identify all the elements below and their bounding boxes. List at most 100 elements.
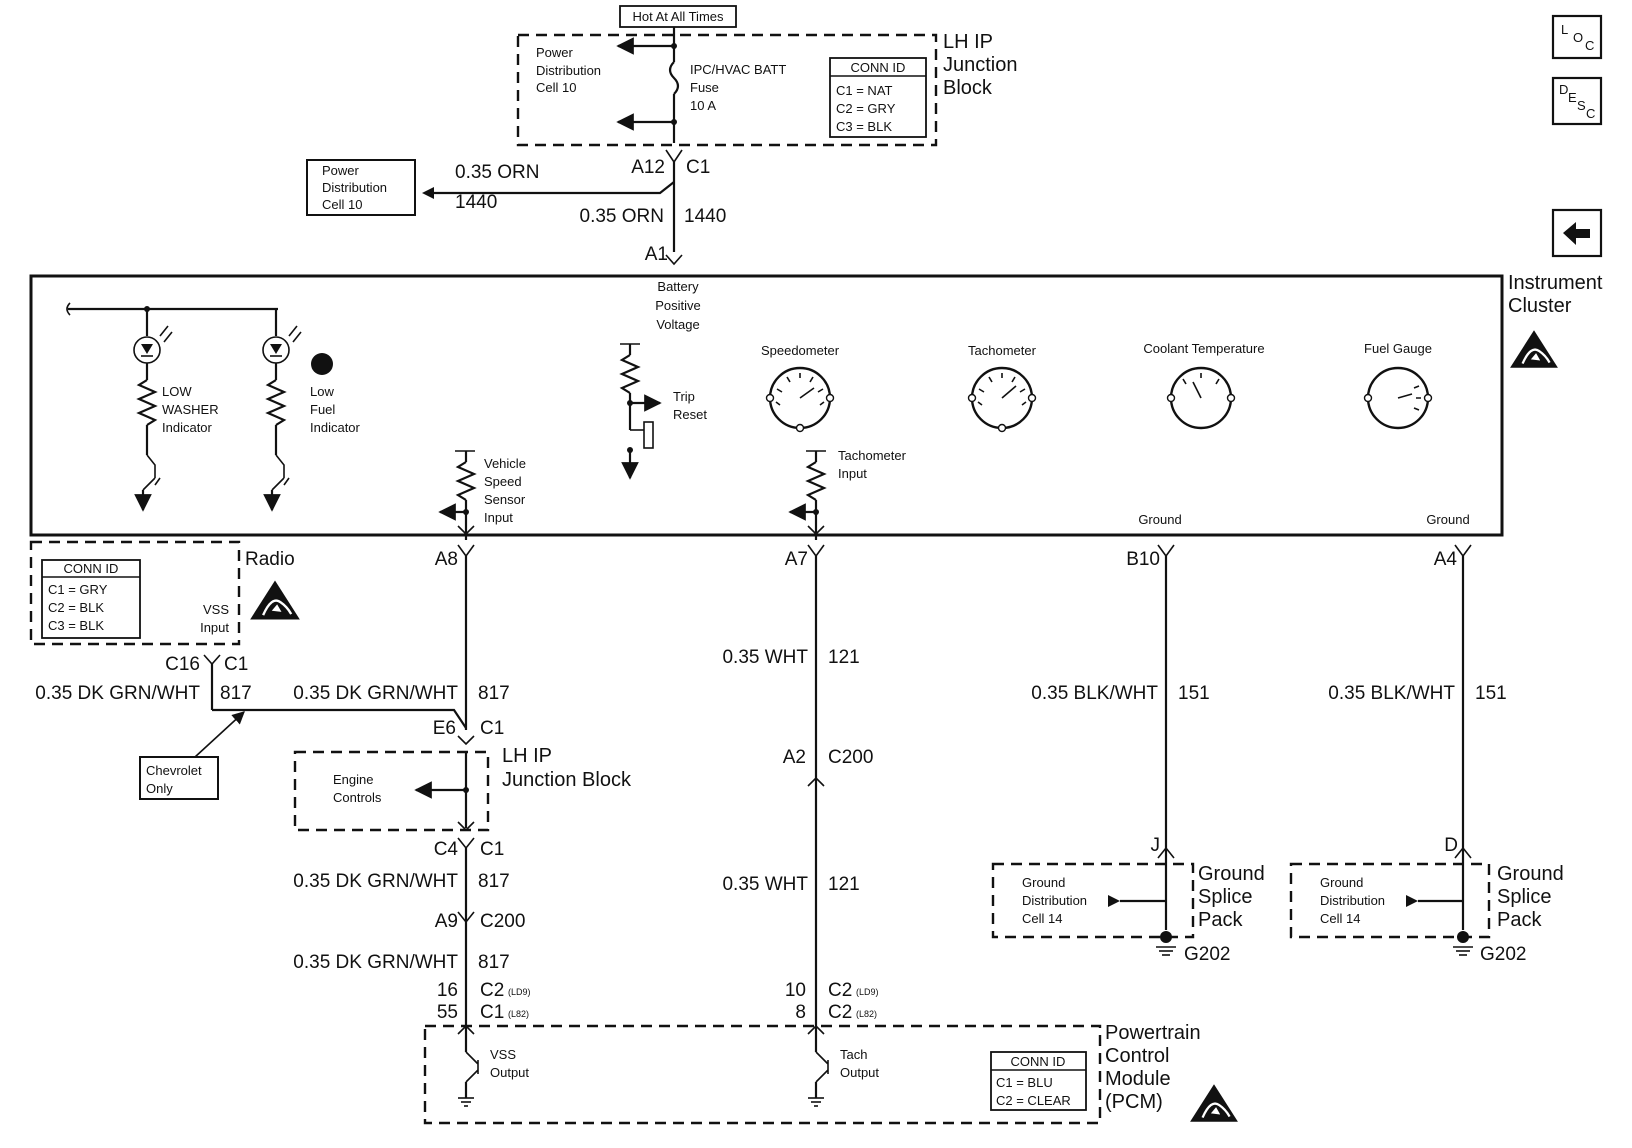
tachometer-gauge-icon: [967, 366, 1037, 433]
tach-wire1-circuit: 121: [828, 647, 860, 668]
svg-text:D: D: [1559, 82, 1568, 97]
svg-text:Hot At All Times: Hot At All Times: [632, 9, 724, 24]
splice-pin-j: J: [1151, 835, 1161, 856]
svg-text:Trip: Trip: [673, 389, 695, 404]
svg-text:Voltage: Voltage: [656, 317, 699, 332]
svg-text:VSS: VSS: [203, 602, 229, 617]
main-wire-gauge: 0.35 ORN: [580, 206, 664, 227]
svg-text:Only: Only: [146, 781, 173, 796]
pin-b10: B10: [1126, 549, 1160, 570]
svg-text:Controls: Controls: [333, 790, 382, 805]
splice-pin-d: D: [1444, 835, 1458, 856]
svg-text:Input: Input: [200, 620, 229, 635]
tachometer-label: Tachometer: [968, 343, 1037, 358]
vss-pcm-pin1: 16: [437, 980, 458, 1001]
svg-text:C2 = CLEAR: C2 = CLEAR: [996, 1093, 1071, 1108]
svg-text:Input: Input: [838, 466, 867, 481]
svg-text:C: C: [1586, 106, 1595, 121]
low-fuel-indicator-dot: [311, 353, 333, 375]
radio-vss-input-label: VSS Input: [200, 602, 229, 635]
ground-right-wire-gauge: 0.35 BLK/WHT: [1328, 683, 1455, 704]
svg-text:Distribution: Distribution: [322, 180, 387, 195]
vss-input-circuit: [438, 450, 477, 540]
svg-text:Distribution: Distribution: [1320, 893, 1385, 908]
ground-splice-left-label: Ground Splice Pack: [1198, 863, 1265, 931]
ground-left-wire-circuit: 151: [1178, 683, 1210, 704]
radio-wire-gauge: 0.35 DK GRN/WHT: [35, 683, 200, 704]
vss-pcm-opt2: (L82): [508, 1009, 529, 1019]
ground-label-2: Ground: [1426, 512, 1469, 527]
ground-distribution-left: Ground Distribution Cell 14: [1022, 875, 1166, 926]
pin-a2: A2: [783, 747, 806, 768]
radio-outline: [29, 540, 241, 646]
vss-wire1-circuit: 817: [478, 683, 510, 704]
low-fuel-indicator-label: Low Fuel Indicator: [310, 384, 361, 435]
speedometer-label: Speedometer: [761, 343, 840, 358]
svg-text:Power: Power: [322, 163, 360, 178]
svg-text:Splice: Splice: [1497, 886, 1551, 908]
vss-output-label: VSS Output: [490, 1047, 529, 1080]
pin-e6: E6: [433, 718, 456, 739]
conn-id-table-pcm: CONN ID C1 = BLU C2 = CLEAR: [990, 1051, 1087, 1111]
svg-text:Engine: Engine: [333, 772, 373, 787]
svg-text:Splice: Splice: [1198, 886, 1252, 908]
svg-text:Reset: Reset: [673, 407, 707, 422]
ground-distribution-right: Ground Distribution Cell 14: [1320, 875, 1463, 926]
svg-text:Cell 10: Cell 10: [536, 80, 576, 95]
svg-text:E: E: [1568, 90, 1577, 105]
lh-ip-block-top-label: LH IP Junction Block: [943, 31, 1018, 99]
connector-a12-c1: [665, 149, 683, 266]
vss-wire3-circuit: 817: [478, 952, 510, 973]
vss-pcm-conn1: C2: [480, 980, 504, 1001]
svg-text:S: S: [1577, 98, 1586, 113]
svg-text:Power: Power: [536, 45, 574, 60]
svg-text:Battery: Battery: [657, 279, 699, 294]
svg-text:CONN ID: CONN ID: [64, 561, 119, 576]
battery-positive-voltage-label: Battery Positive Voltage: [655, 279, 701, 332]
svg-text:Block: Block: [943, 77, 993, 99]
pcm-label: Powertrain Control Module (PCM): [1105, 1022, 1201, 1113]
svg-text:Powertrain: Powertrain: [1105, 1022, 1201, 1044]
esd-icon-radio: [248, 579, 302, 621]
chevrolet-only-note: Chevrolet Only: [139, 711, 245, 800]
vss-pcm-opt1: (LD9): [508, 987, 531, 997]
conn-c1-top: C1: [686, 157, 710, 178]
tach-pcm-pin2: 8: [795, 1002, 806, 1023]
fuse-label: IPC/HVAC BATT Fuse 10 A: [690, 62, 786, 113]
svg-text:CONN ID: CONN ID: [1011, 1054, 1066, 1069]
pcm-outline: [423, 1024, 1102, 1125]
pin-a9: A9: [435, 911, 458, 932]
svg-text:C2 = BLK: C2 = BLK: [48, 600, 104, 615]
vss-wire1-gauge: 0.35 DK GRN/WHT: [293, 683, 458, 704]
loc-icon[interactable]: L O C: [1551, 14, 1603, 60]
vss-pcm-conn2: C1: [480, 1002, 504, 1023]
fuel-gauge-label: Fuel Gauge: [1364, 341, 1432, 356]
svg-text:O: O: [1573, 30, 1583, 45]
svg-text:L: L: [1561, 22, 1568, 37]
back-arrow-icon[interactable]: [1551, 208, 1603, 258]
svg-text:Instrument: Instrument: [1508, 272, 1603, 294]
svg-text:Tach: Tach: [840, 1047, 867, 1062]
desc-icon[interactable]: D E S C: [1551, 76, 1603, 126]
ground-id-right: G202: [1480, 944, 1526, 965]
branch-wire-gauge: 0.35 ORN: [455, 162, 539, 183]
svg-text:Junction: Junction: [943, 54, 1018, 76]
engine-controls-label: Engine Controls: [333, 772, 382, 805]
power-distribution-box: Power Distribution Cell 10: [306, 159, 416, 216]
svg-text:CONN ID: CONN ID: [851, 60, 906, 75]
svg-text:10 A: 10 A: [690, 98, 716, 113]
vss-wire2-circuit: 817: [478, 871, 510, 892]
svg-text:Cell 14: Cell 14: [1022, 911, 1062, 926]
radio-conn-c1: C1: [224, 654, 248, 675]
low-washer-indicator-label: LOW WASHER Indicator: [162, 384, 219, 435]
vss-wire2-gauge: 0.35 DK GRN/WHT: [293, 871, 458, 892]
svg-text:Pack: Pack: [1497, 909, 1542, 931]
pin-a12: A12: [631, 157, 665, 178]
svg-text:Indicator: Indicator: [310, 420, 361, 435]
svg-text:Cell 14: Cell 14: [1320, 911, 1360, 926]
tach-pcm-conn2: C2: [828, 1002, 852, 1023]
svg-text:Output: Output: [490, 1065, 529, 1080]
ground-splice-right-label: Ground Splice Pack: [1497, 863, 1564, 931]
svg-text:Cluster: Cluster: [1508, 295, 1572, 317]
connector-a9-mark: [457, 911, 475, 924]
